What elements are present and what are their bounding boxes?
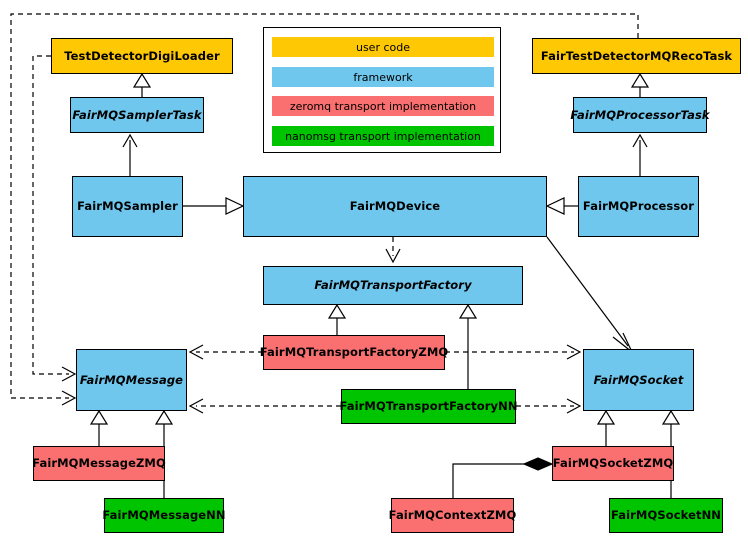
edge-messagezmq-to-message [89, 409, 109, 446]
edge-processor-to-processortask [632, 133, 648, 176]
class-box-fairmq-sampler[interactable]: FairMQSampler [72, 176, 183, 237]
class-box-fairmq-socket-zmq[interactable]: FairMQSocketZMQ [552, 446, 674, 481]
class-label: FairMQTransportFactory [314, 278, 472, 293]
class-box-fairmq-processor-task[interactable]: FairMQProcessorTask [570, 97, 710, 133]
class-label: FairMQProcessorTask [570, 107, 710, 122]
legend-item-framework: framework [272, 67, 494, 87]
class-box-fairmq-message-zmq[interactable]: FairMQMessageZMQ [32, 446, 166, 481]
class-label: FairMQDevice [349, 199, 441, 214]
class-box-fairmq-context-zmq[interactable]: FairMQContextZMQ [388, 498, 517, 533]
class-label: FairMQTransportFactoryNN [339, 399, 518, 414]
class-label: FairMQTransportFactoryZMQ [259, 345, 449, 360]
edge-tfzmq-to-tf [327, 303, 347, 335]
edge-tfnn-to-socket [516, 398, 582, 414]
class-box-fairmq-transport-factory-nn[interactable]: FairMQTransportFactoryNN [339, 389, 518, 424]
legend-label: nanomsg transport implementation [285, 129, 481, 143]
class-box-fairmq-socket-nn[interactable]: FairMQSocketNN [609, 498, 723, 533]
class-label: FairMQProcessor [582, 199, 695, 214]
class-box-fairmq-device[interactable]: FairMQDevice [243, 176, 547, 237]
class-label: FairMQSocket [593, 372, 684, 387]
class-box-fairmq-transport-factory[interactable]: FairMQTransportFactory [263, 266, 523, 305]
class-label: FairMQMessageNN [102, 508, 226, 523]
class-box-test-detector-digi-loader[interactable]: TestDetectorDigiLoader [51, 38, 233, 74]
legend-item-user-code: user code [272, 37, 494, 57]
edge-recotask-to-message [10, 13, 639, 406]
class-box-fairmq-processor[interactable]: FairMQProcessor [578, 176, 699, 237]
edge-device-to-socket [546, 236, 633, 353]
edge-contextzmq-to-socketzmq [452, 457, 554, 498]
legend-panel: user code framework zeromq transport imp… [263, 27, 501, 153]
edge-processor-to-device [545, 197, 578, 215]
class-label: FairMQSamplerTask [72, 107, 202, 122]
class-box-fair-test-detector-mq-reco-task[interactable]: FairTestDetectorMQRecoTask [532, 38, 741, 74]
edge-digiloader-to-message [32, 55, 77, 382]
edge-tfzmq-to-message [188, 344, 263, 360]
edge-samplertask-to-digiloader [132, 72, 152, 97]
class-label: FairMQMessage [79, 372, 184, 387]
legend-label: user code [355, 40, 411, 54]
edge-processortask-to-recotask [630, 72, 650, 97]
class-box-fairmq-sampler-task[interactable]: FairMQSamplerTask [70, 97, 204, 133]
legend-item-zeromq: zeromq transport implementation [272, 96, 494, 116]
class-label: FairMQMessageZMQ [32, 456, 166, 471]
class-label: FairMQSocketZMQ [552, 456, 674, 471]
class-label: FairMQContextZMQ [388, 508, 517, 523]
edge-socketzmq-to-socket [596, 409, 616, 446]
edge-tfnn-to-message [188, 398, 341, 414]
legend-label: framework [353, 70, 413, 84]
class-box-fairmq-socket[interactable]: FairMQSocket [583, 349, 694, 411]
edge-sampler-to-samplertask [122, 133, 138, 176]
edge-tfnn-to-tf [458, 303, 478, 389]
class-label: FairMQSampler [77, 199, 178, 214]
legend-label: zeromq transport implementation [289, 99, 477, 113]
edge-tfzmq-to-socket [445, 344, 582, 360]
class-label: FairTestDetectorMQRecoTask [540, 48, 733, 63]
class-label: TestDetectorDigiLoader [64, 48, 220, 63]
class-label: FairMQSocketNN [610, 508, 722, 523]
class-box-fairmq-transport-factory-zmq[interactable]: FairMQTransportFactoryZMQ [260, 335, 448, 370]
edge-sampler-to-device [183, 197, 245, 215]
class-box-fairmq-message[interactable]: FairMQMessage [76, 349, 187, 411]
edge-device-to-transportfactory [385, 237, 401, 264]
legend-item-nanomsg: nanomsg transport implementation [272, 126, 494, 146]
class-box-fairmq-message-nn[interactable]: FairMQMessageNN [102, 498, 226, 533]
